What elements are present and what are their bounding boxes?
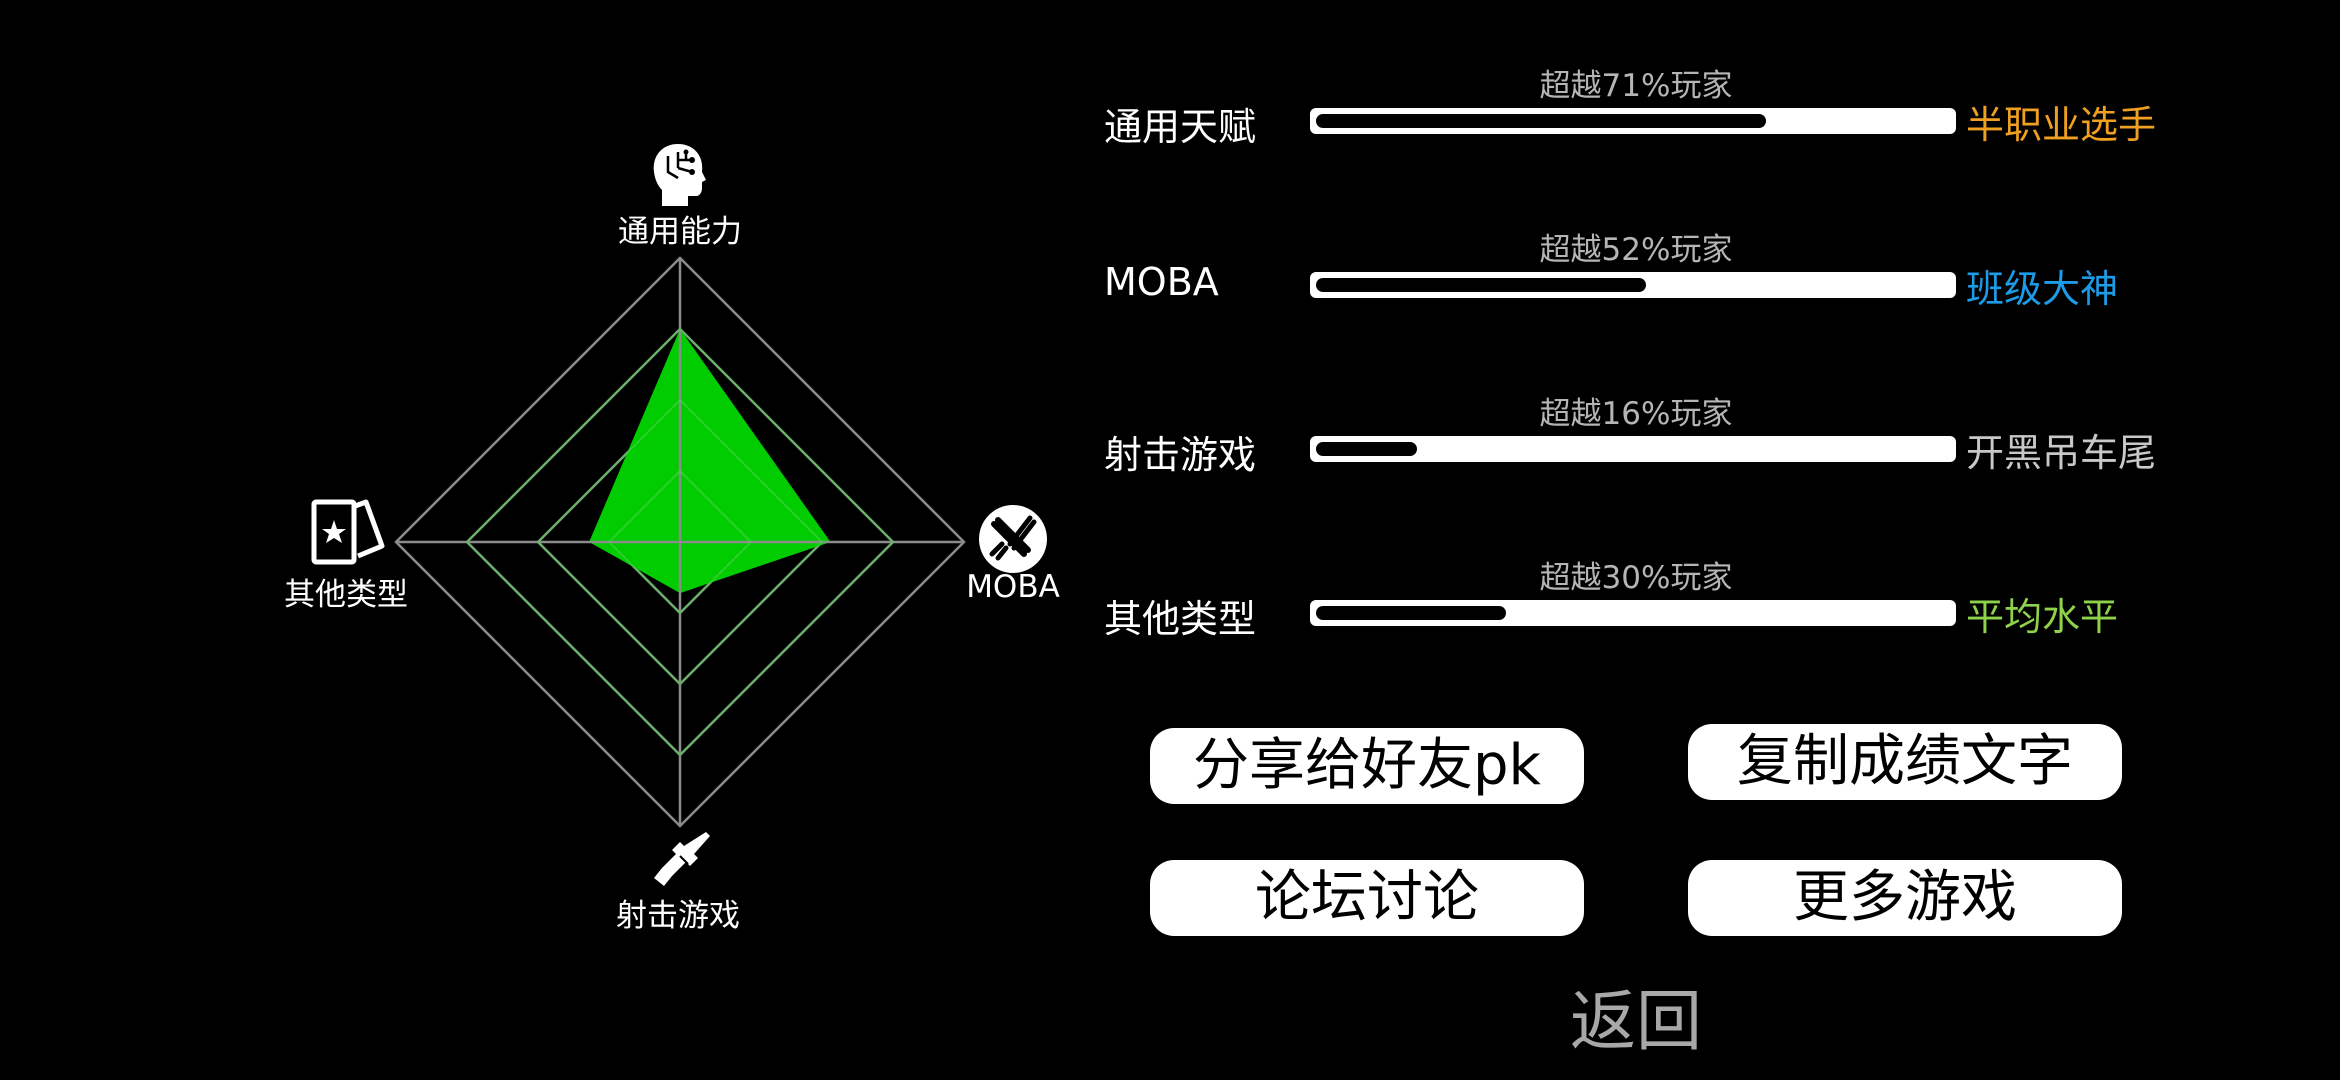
stat-rank-title: 平均水平 [1966,595,2119,639]
back-button[interactable]: 返回 [1570,983,1702,1060]
stat-name: MOBA [1104,260,1219,304]
stat-row-moba: MOBA 超越52%玩家 班级大神 [1104,232,2244,316]
stat-percentile-caption: 超越52%玩家 [1539,232,1733,268]
rifle-icon [654,832,710,886]
stat-percentile-caption: 超越30%玩家 [1539,560,1733,596]
stat-percentile-caption: 超越71%玩家 [1539,68,1733,104]
stat-name: 通用天赋 [1104,105,1257,149]
stat-percentile-caption: 超越16%玩家 [1539,396,1733,432]
radar-axis-label-right: MOBA [966,569,1060,605]
radar-data-area [589,329,831,594]
percentile-bar [1310,600,1956,626]
stat-row-general: 通用天赋 超越71%玩家 半职业选手 [1104,68,2244,152]
share-pk-button[interactable]: 分享给好友pk [1150,728,1584,804]
percentile-bar-fill [1316,606,1507,620]
radar-axis-label-bottom: 射击游戏 [616,898,740,934]
percentile-bar [1310,108,1956,134]
percentile-bar [1310,436,1956,462]
radar-grid-ring-overlay [607,469,753,615]
stat-rank-title: 班级大神 [1966,267,2119,311]
stat-rank-title: 半职业选手 [1966,103,2157,147]
radar-axis-label-top: 通用能力 [618,214,742,250]
stat-row-other: 其他类型 超越30%玩家 平均水平 [1104,560,2244,644]
crossed-swords-icon [979,505,1047,573]
stat-name: 射击游戏 [1104,433,1257,477]
head-circuit-icon [653,144,706,206]
more-games-button[interactable]: 更多游戏 [1688,860,2122,936]
radar-grid-ring-overlay [536,398,824,686]
stat-row-shooter: 射击游戏 超越16%玩家 开黑吊车尾 [1104,396,2244,480]
percentile-bar-fill [1316,278,1646,292]
stat-rank-title: 开黑吊车尾 [1966,431,2157,475]
percentile-bar-fill [1316,442,1418,456]
radar-axis-label-left: 其他类型 [284,577,408,613]
cards-icon [311,499,385,565]
stat-name: 其他类型 [1104,597,1257,641]
percentile-bar [1310,272,1956,298]
percentile-bar-fill [1316,114,1767,128]
forum-button[interactable]: 论坛讨论 [1150,860,1584,936]
copy-results-button[interactable]: 复制成绩文字 [1688,724,2122,800]
radar-grid-ring-overlay [465,327,895,757]
radar-chart [394,256,966,828]
